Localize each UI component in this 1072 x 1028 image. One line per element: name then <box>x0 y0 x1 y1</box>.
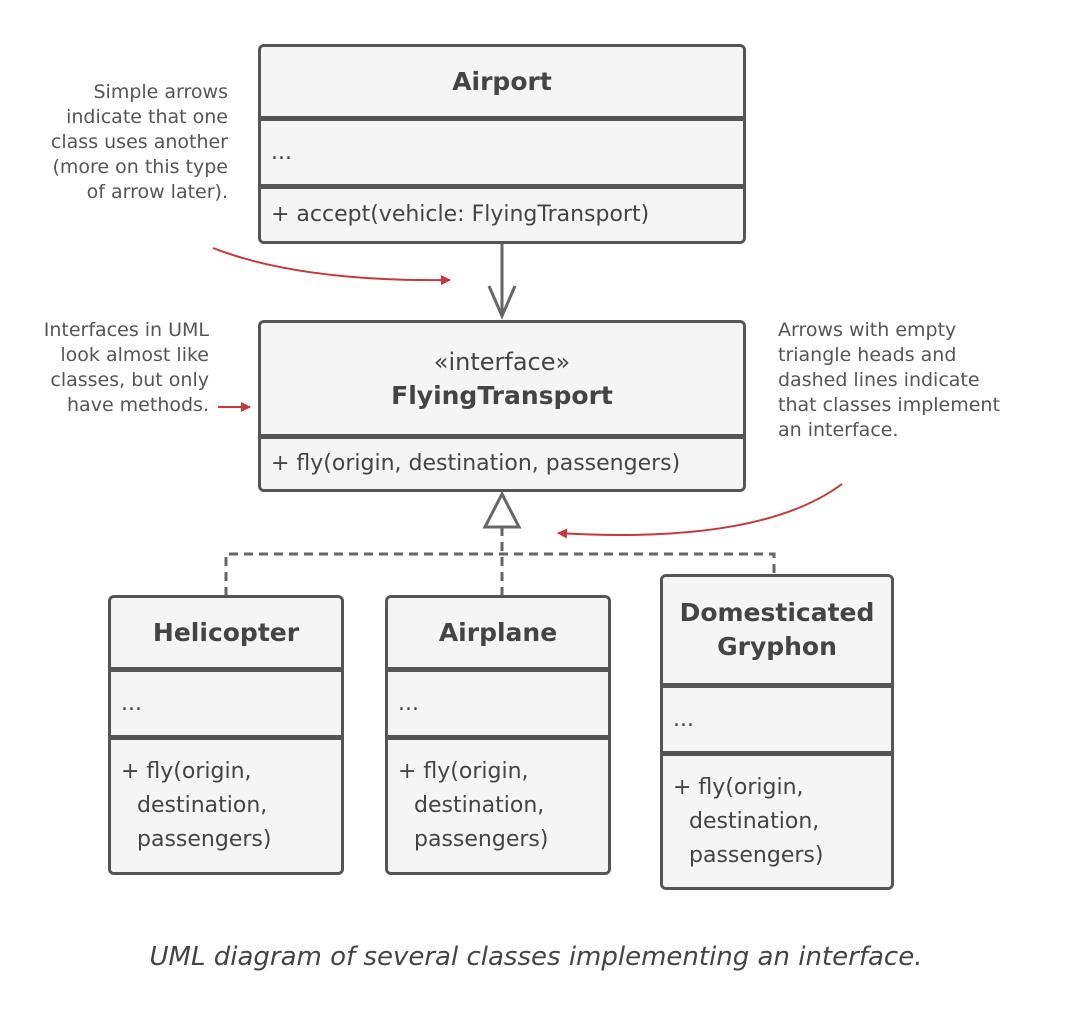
method-line: destination, <box>689 808 820 834</box>
method-line: + fly(origin, <box>121 759 252 784</box>
fields-placeholder: ... <box>271 140 292 165</box>
note-line: an interface. <box>778 419 899 441</box>
class-name: Airplane <box>438 617 558 647</box>
class-name-line-1: Domesticated <box>679 598 875 627</box>
class-name: Airport <box>452 66 552 96</box>
method-line: + fly(origin, <box>673 774 804 800</box>
class-header: Airplane <box>388 598 608 667</box>
note-simple-arrows: Simple arrows indicate that one class us… <box>20 80 228 205</box>
note-line: classes, but only <box>50 369 209 391</box>
note-arrow-simple <box>212 247 451 286</box>
fields-section: ... <box>261 116 743 184</box>
methods-section: + fly(origin, destination, passengers) <box>663 751 891 887</box>
figure-caption: UML diagram of several classes implement… <box>149 942 923 972</box>
methods-section: + accept(vehicle: FlyingTransport) <box>261 184 743 241</box>
method-line: passengers) <box>689 842 824 868</box>
class-header: Domesticated Gryphon <box>663 577 891 683</box>
note-interfaces: Interfaces in UML look almost like class… <box>6 318 209 418</box>
method-line: destination, <box>137 793 268 818</box>
fields-section: ... <box>663 683 891 751</box>
note-line: class uses another <box>50 131 228 153</box>
note-line: Interfaces in UML <box>43 319 209 341</box>
note-line: (more on this type <box>52 156 228 178</box>
note-line: triangle heads and <box>778 344 957 366</box>
method-line: + fly(origin, <box>398 759 529 784</box>
method: + fly(origin, destination, passengers) <box>271 451 681 476</box>
note-line: Arrows with empty <box>778 319 957 341</box>
association-arrow <box>487 243 517 320</box>
class-header: Helicopter <box>111 598 341 667</box>
note-line: have methods. <box>67 394 209 416</box>
class-domesticated-gryphon: Domesticated Gryphon ... + fly(origin, d… <box>660 574 894 890</box>
method-line: passengers) <box>137 827 272 852</box>
note-line: indicate that one <box>66 106 228 128</box>
note-line: Simple arrows <box>93 81 229 103</box>
class-airplane: Airplane ... + fly(origin, destination, … <box>385 595 611 875</box>
methods-section: + fly(origin, destination, passengers) <box>388 735 608 872</box>
class-helicopter: Helicopter ... + fly(origin, destination… <box>108 595 344 875</box>
fields-placeholder: ... <box>398 691 419 716</box>
class-header: «interface» FlyingTransport <box>261 323 743 434</box>
fields-section: ... <box>111 667 341 735</box>
method: + accept(vehicle: FlyingTransport) <box>271 202 650 227</box>
note-line: that classes implement <box>778 394 1000 416</box>
note-line: dashed lines indicate <box>778 369 980 391</box>
note-line: look almost like <box>60 344 209 366</box>
methods-section: + fly(origin, destination, passengers) <box>111 735 341 872</box>
fields-section: ... <box>388 667 608 735</box>
interface-flying-transport: «interface» FlyingTransport + fly(origin… <box>258 320 746 492</box>
note-arrow-triangle <box>557 483 843 539</box>
class-name: FlyingTransport <box>391 380 613 410</box>
method-line: passengers) <box>414 827 549 852</box>
stereotype-label: «interface» <box>433 347 571 376</box>
class-header: Airport <box>261 47 743 116</box>
note-line: of arrow later). <box>86 181 228 203</box>
class-airport: Airport ... + accept(vehicle: FlyingTran… <box>258 44 746 244</box>
realization-arrow <box>224 490 776 596</box>
class-name-line-2: Gryphon <box>717 632 837 661</box>
method-line: destination, <box>414 793 545 818</box>
fields-placeholder: ... <box>673 707 694 732</box>
class-name: Helicopter <box>152 617 300 647</box>
fields-placeholder: ... <box>121 691 142 716</box>
methods-section: + fly(origin, destination, passengers) <box>261 434 743 489</box>
note-triangle-arrows: Arrows with empty triangle heads and das… <box>778 318 1068 443</box>
